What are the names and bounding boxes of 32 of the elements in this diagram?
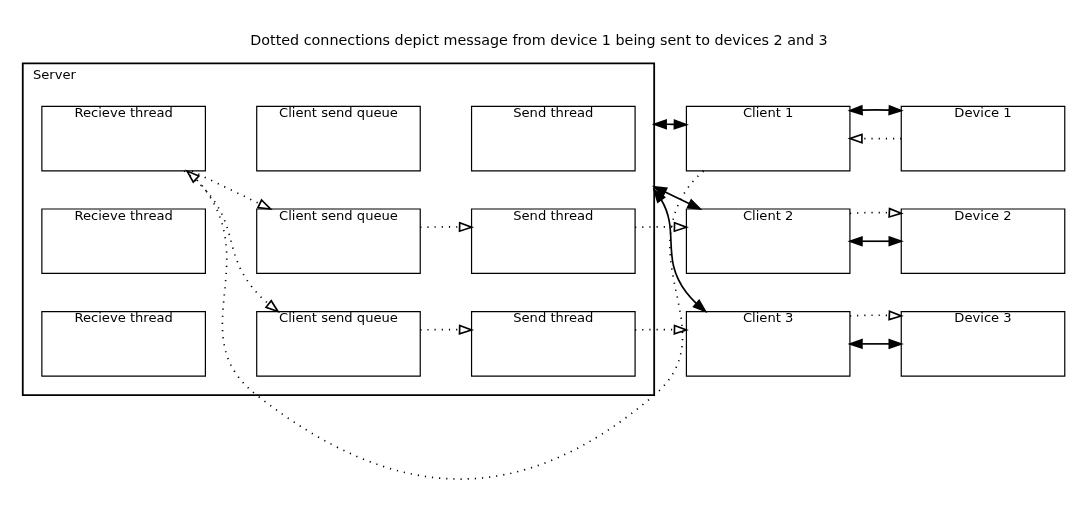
arrow [419,324,475,335]
node-box: Client 3 [685,311,851,377]
node-box: Client 2 [685,208,851,275]
node-box: Send thread [470,311,636,377]
arrow [419,221,475,233]
node-box: Client send queue [256,105,421,172]
node-box: Client 1 [685,105,851,172]
node-box: Client send queue [256,208,421,275]
arrow [651,118,689,130]
arrow [847,338,904,350]
node-box: Recieve thread [41,105,206,172]
arrow [847,104,904,116]
arrow [847,133,903,144]
node-box: Send thread [470,105,636,172]
node-box: Device 1 [900,105,1066,172]
arrow [847,235,904,247]
node-box: Device 2 [900,208,1066,275]
arrow [185,169,705,480]
diagram-title: Dotted connections depict message from device 1 being sent to devices 2 and 3 [250,32,828,49]
node-box: Recieve thread [41,208,206,275]
arrow [183,170,280,314]
node-box: Device 3 [900,311,1066,377]
arrow [849,310,904,321]
node-box: Send thread [470,208,636,275]
arrow [651,185,703,211]
arrow [849,207,904,219]
arrow [191,170,273,211]
arrow [634,324,689,335]
arrow [652,187,708,314]
arrow [634,221,689,233]
node-box: Client send queue [256,311,421,377]
node-box: Recieve thread [41,311,206,377]
